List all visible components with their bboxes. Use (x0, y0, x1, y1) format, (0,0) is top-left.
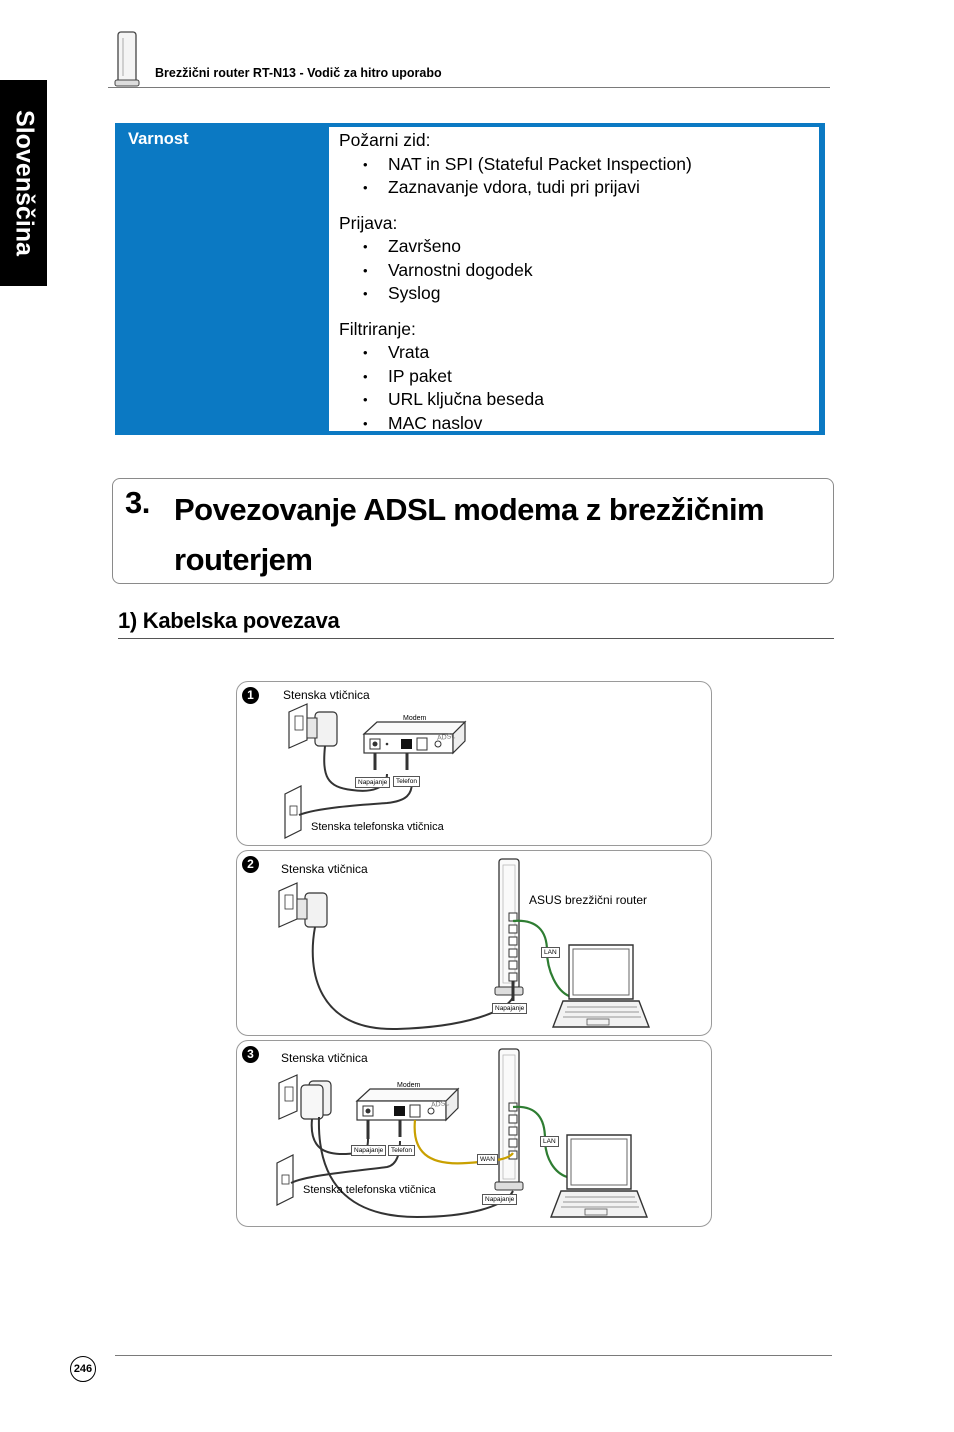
wall-outlet-label: Stenska vtičnica (283, 688, 370, 702)
modem-icon (355, 1087, 460, 1122)
spec-item: •Završeno (363, 236, 461, 256)
spec-group-heading: Požarni zid: (339, 130, 431, 150)
wall-outlet-icon (288, 703, 308, 749)
section-title: Povezovanje ADSL modema z brezžičnim rou… (174, 492, 765, 577)
step-2-illustration (278, 858, 651, 1031)
phone-tag: Telefon (388, 1145, 415, 1156)
step-1-badge: 1 (242, 687, 259, 704)
power-tag: Napajanje (492, 1003, 528, 1014)
phone-jack-label: Stenska telefonska vtičnica (303, 1184, 436, 1196)
page-number: 246 (70, 1356, 96, 1382)
spec-item: •Vrata (363, 342, 430, 362)
section-number: 3. (125, 485, 150, 520)
diagram-step-3: 3 Stenska vtičnica Modem ADSL Napajanje … (236, 1040, 712, 1227)
wall-outlet-icon (278, 1074, 298, 1120)
spec-group-heading: Prijava: (339, 212, 398, 233)
spec-content: Požarni zid: •NAT in SPI (Stateful Packe… (329, 127, 819, 433)
subsection-divider (118, 638, 834, 639)
wall-outlet-icon (278, 882, 298, 928)
step-3-badge: 3 (242, 1046, 259, 1063)
power-adapter-icon (300, 1080, 332, 1120)
step-3-illustration (276, 1048, 649, 1219)
spec-group: Prijava: •Završeno •Varnostni dogodek •S… (339, 212, 809, 306)
diagram-step-1: 1 Stenska vtičnica Modem ADSL Napajanje … (236, 681, 712, 846)
wall-outlet-label: Stenska vtičnica (281, 862, 368, 876)
document-header: Brezžični router RT-N13 - Vodič za hitro… (155, 66, 442, 80)
spec-item: •NAT in SPI (Stateful Packet Inspection) (363, 153, 692, 174)
spec-item: •Zaznavanje vdora, tudi pri prijavi (363, 177, 640, 197)
router-logo-icon (114, 31, 140, 87)
modem-label: Modem (397, 1082, 421, 1089)
lan-tag: LAN (540, 1136, 559, 1147)
phone-wall-jack-icon (284, 785, 302, 839)
phone-wall-jack-icon (276, 1154, 294, 1206)
power-tag: Napajanje (351, 1145, 387, 1156)
subsection-title: 1) Kabelska povezava (118, 608, 340, 633)
wall-outlet-label: Stenska vtičnica (281, 1051, 368, 1065)
step-2-badge: 2 (242, 856, 259, 873)
laptop-icon (551, 944, 651, 1028)
lan-tag: LAN (541, 947, 560, 958)
spec-table: Varnost Požarni zid: •NAT in SPI (Statef… (115, 123, 825, 435)
spec-group: Filtriranje: •Vrata •IP paket •URL ključ… (339, 318, 809, 436)
router-label: ASUS brezžični router (529, 893, 648, 907)
router-power-tag: Napajanje (482, 1194, 518, 1205)
router-icon (494, 1048, 524, 1191)
modem-label: Modem (403, 715, 427, 722)
header-divider (108, 87, 830, 88)
power-tag: Napajanje (355, 777, 391, 788)
power-adapter-icon (306, 711, 338, 747)
spec-item: •MAC naslov (363, 412, 483, 433)
section-heading-box: 3. Povezovanje ADSL modema z brezžičnim … (112, 478, 834, 584)
spec-item: •URL ključna beseda (363, 389, 544, 409)
spec-label: Varnost (128, 130, 189, 148)
router-icon (494, 858, 524, 996)
footer-divider (115, 1355, 832, 1356)
spec-item: •Varnostni dogodek (363, 259, 533, 280)
step-1-illustration (284, 703, 467, 839)
phone-tag: Telefon (393, 776, 420, 787)
wan-tag: WAN (477, 1154, 498, 1165)
laptop-icon (549, 1134, 649, 1218)
spec-group-heading: Filtriranje: (339, 318, 416, 339)
spec-item: •Syslog (363, 283, 441, 303)
diagram-step-2: 2 Stenska vtičnica ASUS brezžični router… (236, 850, 712, 1036)
modem-icon (362, 720, 467, 755)
language-tab-label: Slovenščina (10, 110, 38, 256)
power-adapter-icon (296, 892, 328, 928)
spec-item: •IP paket (363, 365, 452, 386)
language-tab: Slovenščina (0, 80, 47, 286)
phone-jack-label: Stenska telefonska vtičnica (311, 821, 444, 833)
spec-group: Požarni zid: •NAT in SPI (Stateful Packe… (339, 129, 809, 200)
